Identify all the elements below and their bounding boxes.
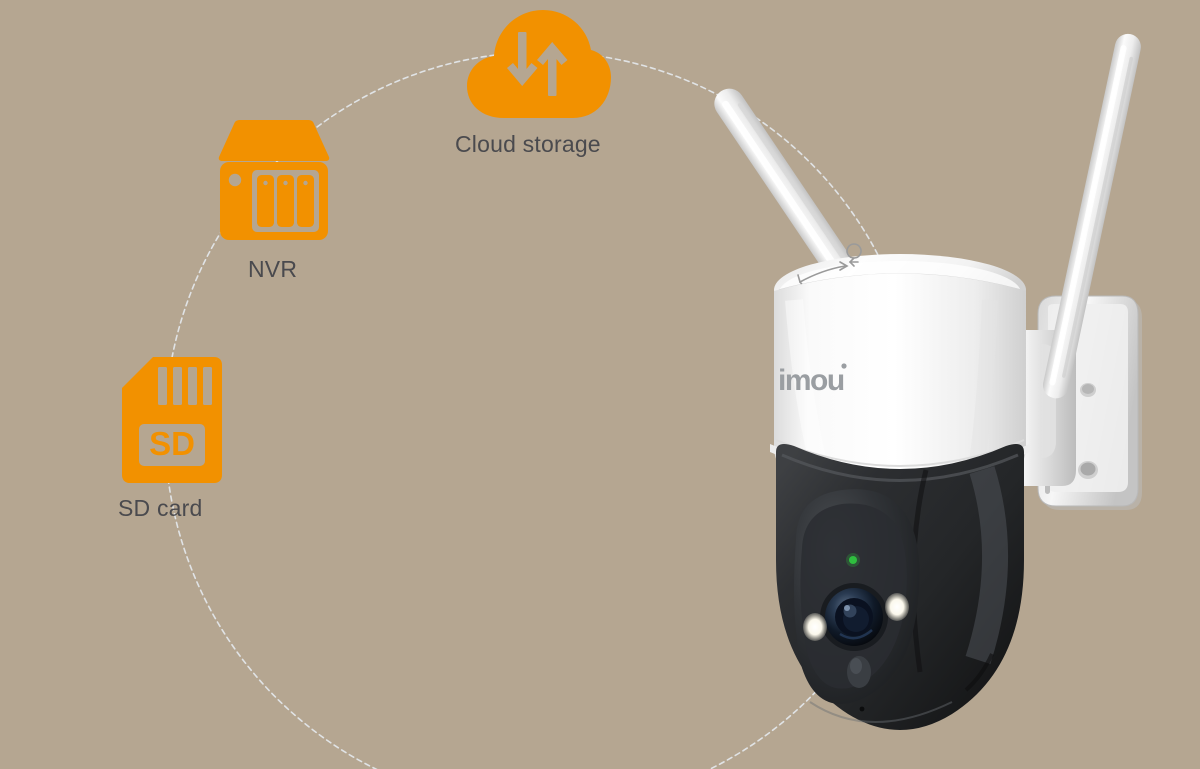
cloud-storage-label: Cloud storage bbox=[455, 131, 601, 157]
imou-ptz-camera: imou bbox=[714, 33, 1142, 730]
brand-logo-imou: imou bbox=[778, 363, 847, 397]
sd-card-icon: SD bbox=[122, 357, 222, 483]
nvr-icon-wrap[interactable] bbox=[216, 118, 332, 246]
spotlight-led-left bbox=[803, 613, 827, 641]
sd-card-face-text: SD bbox=[149, 425, 195, 462]
svg-text:imou: imou bbox=[778, 364, 844, 397]
status-led-indicator bbox=[849, 556, 857, 564]
camera-body: imou bbox=[774, 273, 1026, 496]
camera-dome bbox=[770, 444, 1030, 730]
cloud-storage-icon-wrap[interactable] bbox=[463, 8, 613, 120]
spotlight-led-right bbox=[885, 593, 909, 621]
nvr-label: NVR bbox=[248, 256, 298, 282]
antenna-right bbox=[1042, 33, 1141, 399]
cloud-upload-download-icon bbox=[467, 10, 611, 118]
sd-card-label: SD card bbox=[118, 495, 203, 521]
microphone-pinhole bbox=[859, 706, 865, 712]
sd-card-icon-wrap[interactable]: SD bbox=[120, 355, 224, 487]
nvr-icon bbox=[218, 120, 330, 240]
